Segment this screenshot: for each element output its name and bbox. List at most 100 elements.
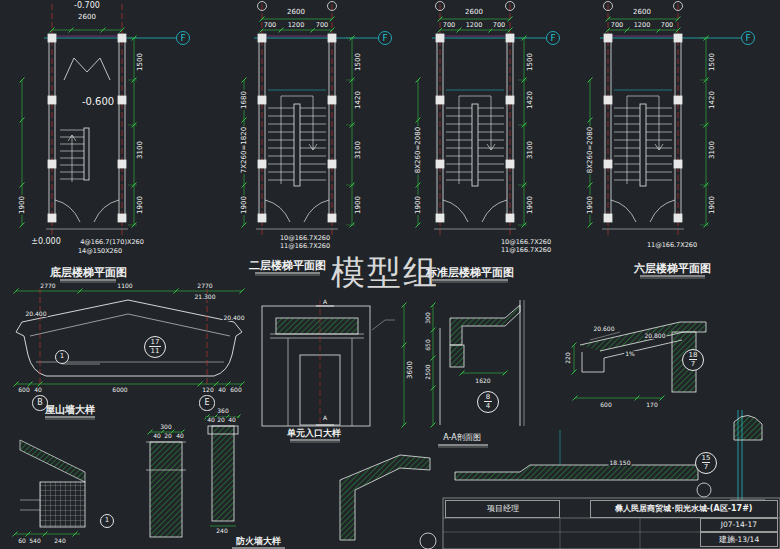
line: [635, 396, 640, 401]
line: [60, 130, 84, 131]
rect: [258, 160, 266, 168]
title-block-cell: 建施-13/14: [700, 532, 778, 547]
line: [602, 229, 684, 230]
node-text: 18: [687, 352, 700, 359]
rect: [40, 482, 85, 527]
line: [45, 417, 95, 418]
outline: [340, 455, 430, 540]
node-text: 项目经理: [485, 505, 521, 513]
outline: [611, 200, 636, 222]
dimension-text: A: [322, 415, 328, 421]
axis-bubble: [177, 32, 190, 45]
line: [13, 532, 18, 537]
rect: [640, 104, 646, 186]
dimension-text: 4@166.7(170)X260: [79, 239, 145, 246]
roof-eave-detail: [572, 322, 707, 401]
rect: [674, 214, 682, 222]
line: [518, 38, 527, 39]
dimension-text: 2770: [39, 283, 56, 289]
node-text: 8: [484, 394, 492, 401]
node-text: 7: [689, 359, 697, 368]
rect: [604, 160, 612, 168]
line: [226, 382, 231, 387]
step-section: [455, 430, 711, 497]
drawing-title: 防火墙大样: [235, 537, 282, 546]
line: [260, 17, 265, 22]
rect: [208, 426, 238, 434]
dimension-text: 40: [33, 387, 43, 393]
dimension-text: 220: [565, 351, 571, 364]
drawing-title: 二层楼梯平面图: [248, 260, 327, 271]
line: [20, 223, 25, 228]
callout-circle: B: [32, 395, 48, 411]
line: [431, 303, 436, 308]
rect: [436, 160, 444, 168]
axis-bubble: [604, 2, 613, 11]
line: [316, 306, 334, 307]
line: [128, 80, 137, 81]
line: [14, 382, 19, 387]
line: [346, 225, 355, 226]
stair-plan: [20, 4, 190, 236]
dimension-text: -0.600: [81, 97, 115, 107]
dimension-text: 3100: [709, 140, 716, 160]
line: [335, 34, 336, 222]
dimension-text: 1500: [137, 52, 144, 72]
stair-detail: [13, 440, 86, 537]
dimension-text: 20: [163, 433, 173, 439]
outline: [281, 96, 317, 184]
section-a-a: [431, 300, 525, 428]
dimension-text: 1900: [137, 195, 144, 215]
dimension-text: 40: [206, 417, 216, 423]
dimension-text: 3100: [137, 140, 144, 160]
line: [346, 125, 355, 126]
dimension-text: 2600: [632, 9, 652, 16]
line: [433, 305, 434, 425]
drawing-title: 屋山墙大样: [44, 405, 96, 415]
dimension-text: 2600: [286, 9, 306, 16]
outline: [30, 314, 230, 336]
callout-circle: 1: [100, 514, 114, 528]
line: [608, 19, 678, 20]
line: [101, 28, 106, 33]
dimension-text: 120: [201, 387, 214, 393]
line: [346, 38, 355, 39]
column-detail: [146, 430, 186, 538]
line: [128, 185, 137, 186]
line: [119, 34, 120, 222]
line: [675, 34, 676, 222]
dimension-text: 600: [229, 387, 242, 393]
line: [352, 38, 353, 225]
line: [402, 343, 407, 348]
axis-bubble: [379, 32, 392, 45]
outline: [482, 200, 507, 222]
line: [700, 80, 709, 81]
dimension-text: 20.800: [644, 333, 667, 339]
dimension-text: 1680: [241, 90, 248, 110]
outline: [64, 58, 110, 80]
dimension-text: 2770: [196, 283, 213, 289]
line: [254, 38, 378, 39]
line: [125, 34, 126, 222]
rect: [258, 96, 266, 104]
line: [588, 183, 593, 188]
node-text: 1: [103, 517, 111, 524]
line: [279, 28, 284, 33]
node-text: 17: [149, 339, 162, 346]
dimension-text: 20.400: [223, 315, 246, 321]
callout-circle: 157: [695, 452, 718, 475]
line: [462, 373, 505, 374]
line: [572, 343, 577, 348]
line: [232, 548, 285, 549]
line: [346, 80, 355, 81]
outline: [270, 334, 364, 338]
dimension-text: 3600: [407, 360, 414, 380]
line: [431, 356, 436, 361]
line: [242, 183, 247, 188]
line: [438, 445, 488, 446]
rect: [443, 498, 780, 549]
line: [311, 28, 316, 33]
line: [573, 396, 578, 401]
rect: [604, 96, 612, 104]
dimension-text: 700: [660, 22, 674, 29]
